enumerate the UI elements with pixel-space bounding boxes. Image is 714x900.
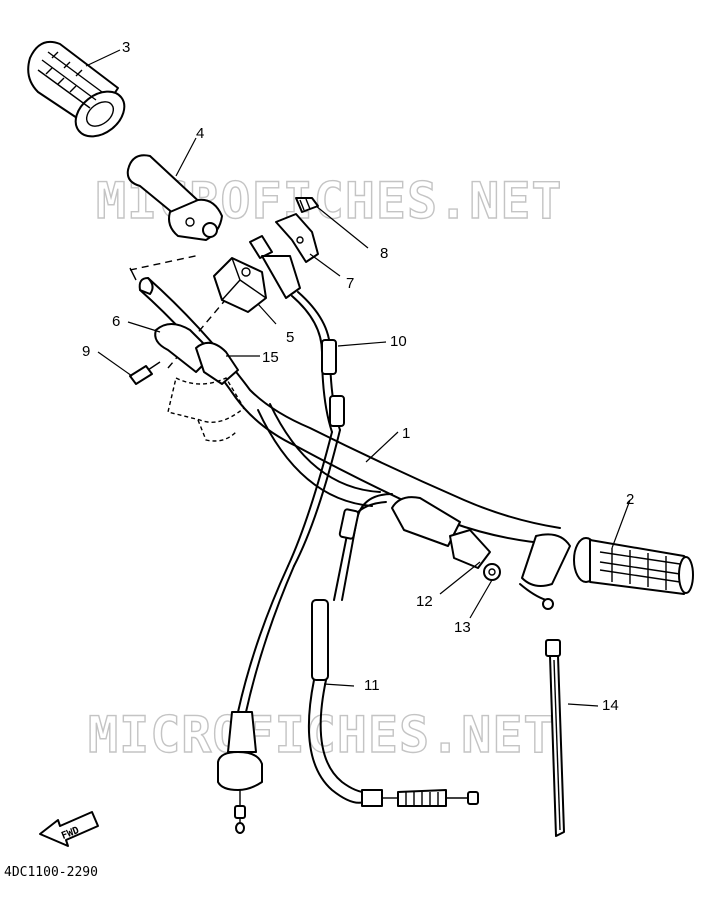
callout-2: 2 <box>626 491 634 508</box>
callout-14: 14 <box>602 697 619 714</box>
bolt-part[interactable] <box>129 361 161 385</box>
callout-8: 8 <box>380 245 388 262</box>
callout-6: 6 <box>112 313 120 330</box>
callout-12: 12 <box>416 593 433 610</box>
right-grip-part[interactable] <box>573 537 694 595</box>
callout-10: 10 <box>390 333 407 350</box>
callout-5: 5 <box>286 329 294 346</box>
callout-4: 4 <box>196 125 204 142</box>
callout-7: 7 <box>346 275 354 292</box>
clutch-perch-part[interactable] <box>391 496 571 610</box>
callout-15: 15 <box>262 349 279 366</box>
bracket-and-screw-parts[interactable] <box>275 197 319 263</box>
callout-1: 1 <box>402 425 410 442</box>
handlebar-part[interactable] <box>138 277 561 545</box>
lever-clamp-part[interactable] <box>154 323 245 442</box>
diagram-code: 4DC1100-2290 <box>4 865 98 880</box>
clutch-cable-part[interactable] <box>307 493 479 807</box>
forward-direction-arrow: FWD <box>39 811 99 847</box>
leader-lines <box>85 49 631 707</box>
callout-13: 13 <box>454 619 471 636</box>
cable-tie-part[interactable] <box>545 639 565 837</box>
callout-11: 11 <box>364 677 380 694</box>
callout-3: 3 <box>122 39 130 56</box>
throttle-grip-part[interactable] <box>126 154 223 241</box>
left-grip-part[interactable] <box>27 40 133 146</box>
callout-9: 9 <box>82 343 90 360</box>
throttle-housing-part[interactable] <box>213 257 267 313</box>
throttle-cable-part[interactable] <box>217 235 345 834</box>
